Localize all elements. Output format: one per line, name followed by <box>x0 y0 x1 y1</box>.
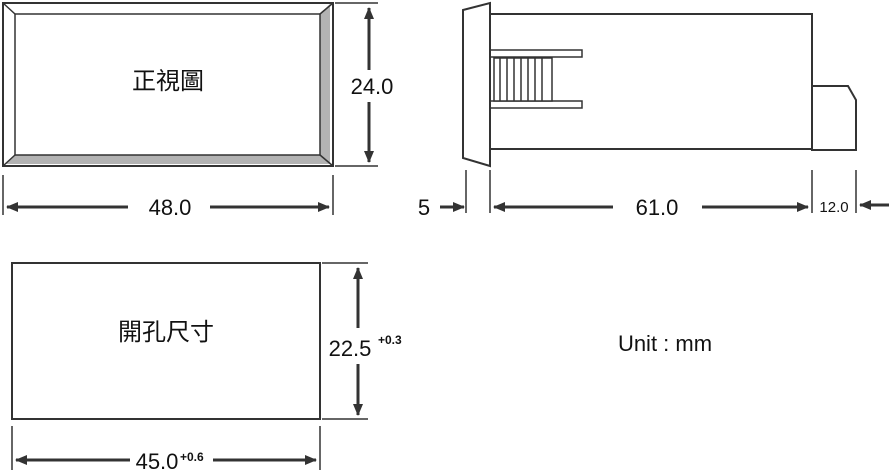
tail-length-label: 12.0 <box>819 199 848 216</box>
front-bevel-bottom <box>6 155 330 164</box>
front-view-title: 正視圖 <box>132 68 204 95</box>
front-height-label: 24.0 <box>351 74 394 99</box>
body-length-label: 61.0 <box>636 195 679 220</box>
front-width-label: 48.0 <box>149 195 192 220</box>
cutout-width-label: 45.0 <box>136 449 179 474</box>
side-bezel <box>462 1 491 168</box>
cutout-title: 開孔尺寸 <box>118 319 214 346</box>
cutout-width-tolerance: +0.6 <box>180 450 204 464</box>
cutout-height-tolerance: +0.3 <box>378 333 402 347</box>
panel-cutout: 開孔尺寸 22.5 +0.3 45.0 +0.6 <box>11 262 402 474</box>
side-clip <box>493 57 553 102</box>
side-connector <box>811 85 857 151</box>
front-view: 正視圖 24.0 48.0 <box>2 2 394 220</box>
side-view: 5 61.0 12.0 <box>418 1 889 220</box>
front-bevel-right <box>320 4 330 164</box>
cutout-height-label: 22.5 <box>329 336 372 361</box>
cutout-rect <box>11 262 321 420</box>
unit-note: Unit : mm <box>618 331 712 356</box>
bezel-depth-label: 5 <box>418 195 430 220</box>
front-window <box>14 13 321 156</box>
